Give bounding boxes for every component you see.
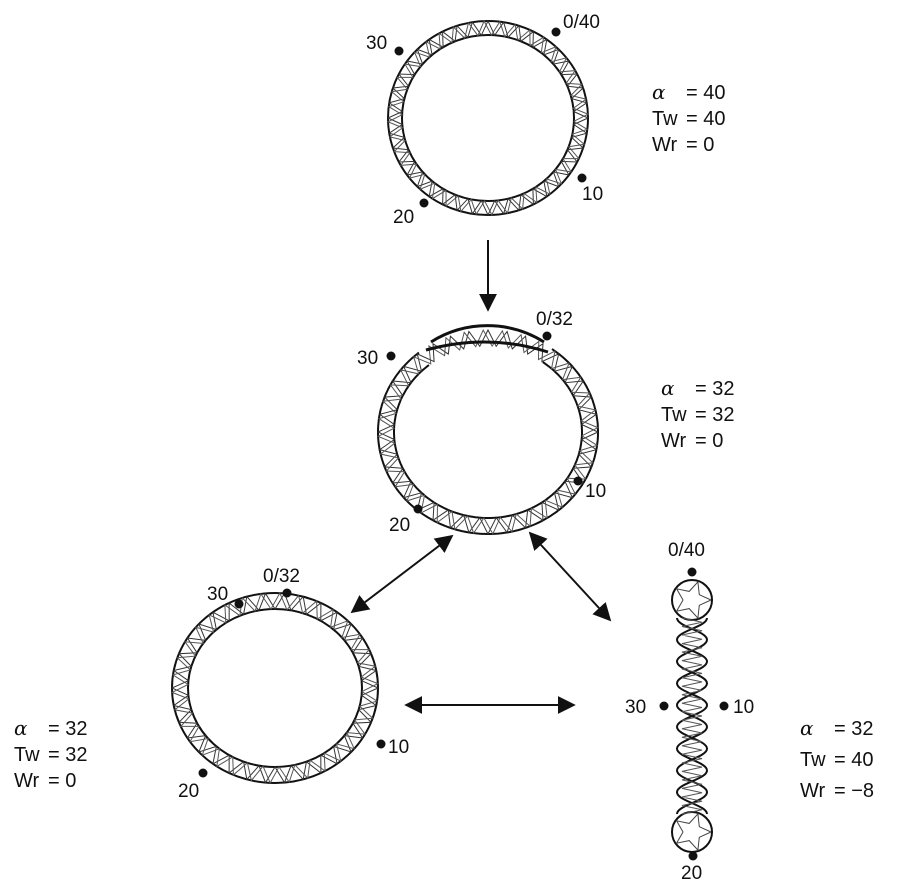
nicked-circle-middle: 0/32 30 10 20: [357, 309, 606, 536]
param-writhe-value: = 0: [48, 770, 76, 792]
label-start: 0/32: [263, 566, 300, 587]
helix-outer-edge: [378, 349, 598, 534]
marker-dot-30: [387, 352, 396, 361]
relaxed-circle-top: 0/40 30 10 20: [366, 12, 603, 228]
param-twist-symbol: Tw: [661, 404, 687, 426]
param-linking-value: = 32: [695, 378, 734, 400]
param-linking-symbol: α: [661, 376, 675, 400]
label-20: 20: [389, 515, 410, 536]
param-linking-value: = 40: [686, 82, 725, 104]
helix-backbone-strand: [677, 814, 711, 850]
dna-ring-middle: [378, 330, 598, 534]
label-10: 10: [388, 737, 409, 758]
param-twist-symbol: Tw: [800, 749, 826, 771]
params-middle: α = 32 Tw = 32 Wr = 0: [661, 376, 734, 452]
param-writhe-symbol: Wr: [14, 770, 40, 792]
dna-ring-top: [388, 21, 588, 215]
param-twist-value: = 40: [686, 108, 725, 130]
label-20: 20: [393, 207, 414, 228]
label-10: 10: [733, 697, 754, 718]
supercoiled-plectoneme-right: 0/40 30 10 20: [625, 540, 754, 883]
label-30: 30: [357, 348, 378, 369]
marker-dot-30: [235, 600, 244, 609]
params-right: α = 32 Tw = 40 Wr = −8: [800, 716, 874, 802]
param-linking-symbol: α: [652, 80, 666, 104]
strand-inner-gap: [426, 342, 548, 352]
label-20: 20: [178, 781, 199, 802]
label-start: 0/40: [668, 540, 705, 561]
marker-dot-20: [689, 852, 698, 861]
dna-plectoneme: [672, 580, 712, 852]
marker-dot-start: [688, 568, 697, 577]
param-writhe-value: = 0: [686, 134, 714, 156]
marker-dot-20: [199, 769, 208, 778]
param-writhe-value: = −8: [834, 780, 874, 802]
marker-dot-10: [377, 740, 386, 749]
param-linking-value: = 32: [834, 718, 873, 740]
label-30: 30: [625, 697, 646, 718]
label-10: 10: [582, 184, 603, 205]
label-20: 20: [681, 863, 702, 883]
param-twist-symbol: Tw: [652, 108, 678, 130]
helix-inner-edge: [394, 362, 582, 518]
param-linking-symbol: α: [14, 716, 28, 740]
param-twist-value: = 32: [48, 744, 87, 766]
helix-backbone-strand: [388, 21, 588, 215]
param-twist-value: = 32: [695, 404, 734, 426]
dna-ring-left: [172, 593, 378, 783]
helix-backbone-strand: [378, 330, 598, 534]
label-10: 10: [585, 481, 606, 502]
marker-dot-20: [414, 505, 423, 514]
helix-backbone-strand: [172, 593, 378, 783]
marker-dot-10: [574, 477, 583, 486]
marker-dot-start: [283, 589, 292, 598]
label-start: 0/32: [536, 309, 573, 330]
helix-backbone-strand: [677, 582, 711, 618]
param-twist-value: = 40: [834, 749, 873, 771]
param-writhe-symbol: Wr: [800, 780, 826, 802]
end-loop-bottom: [672, 812, 712, 852]
params-top: α = 40 Tw = 40 Wr = 0: [652, 80, 725, 156]
end-loop-top: [672, 580, 712, 620]
params-left: α = 32 Tw = 32 Wr = 0: [14, 716, 87, 792]
marker-dot-20: [420, 199, 429, 208]
label-30: 30: [207, 584, 228, 605]
marker-dot-10: [720, 702, 729, 711]
param-writhe-symbol: Wr: [652, 134, 678, 156]
arrow-middle-left: [352, 536, 452, 612]
supercoil-strand-b: [677, 618, 707, 814]
helix-backbone-strand: [378, 330, 598, 534]
marker-dot-start: [543, 332, 552, 341]
label-start: 0/40: [563, 12, 600, 33]
arrow-middle-right: [530, 533, 610, 620]
marker-dot-30: [395, 47, 404, 56]
param-writhe-symbol: Wr: [661, 430, 687, 452]
param-linking-value: = 32: [48, 718, 87, 740]
marker-dot-start: [552, 28, 561, 37]
marker-dot-30: [660, 702, 669, 711]
param-twist-symbol: Tw: [14, 744, 40, 766]
marker-dot-10: [578, 174, 587, 183]
helix-inner-edge: [402, 35, 574, 201]
param-writhe-value: = 0: [695, 430, 723, 452]
relaxed-circle-left: 0/32 30 10 20: [172, 566, 409, 802]
label-30: 30: [366, 33, 387, 54]
param-linking-symbol: α: [800, 716, 814, 740]
